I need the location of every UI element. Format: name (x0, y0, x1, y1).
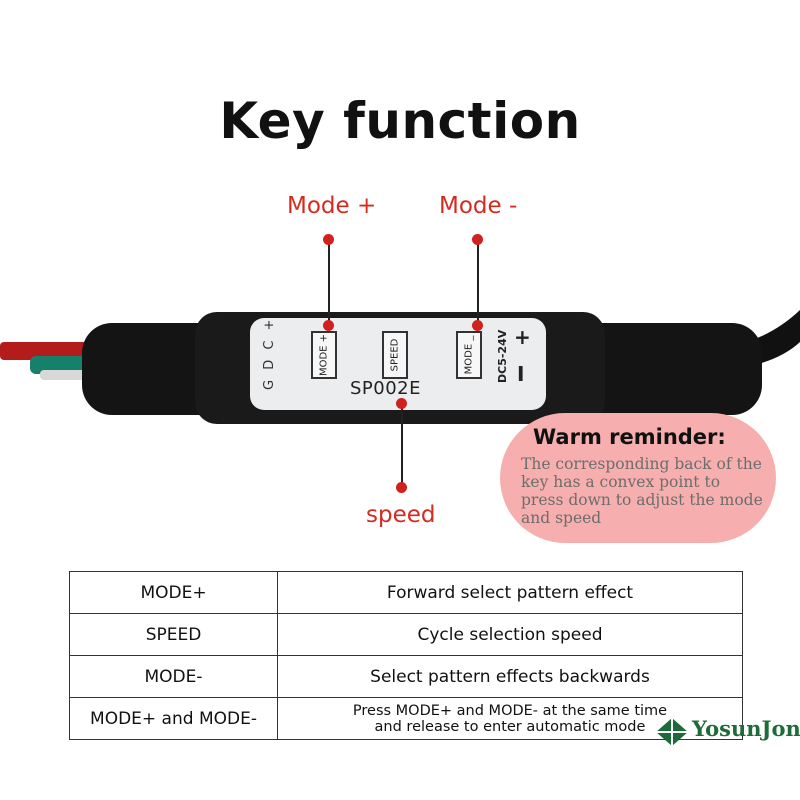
callout-mode-minus-label: Mode - (439, 193, 518, 219)
mode-minus-key[interactable]: MODE _ (456, 331, 482, 379)
key-function-table: MODE+ Forward select pattern effect SPEE… (69, 571, 743, 740)
table-row: MODE+ and MODE- Press MODE+ and MODE- at… (69, 697, 743, 740)
mode-minus-key-label: MODE _ (463, 335, 475, 375)
voltage-label: DC5-24V (496, 329, 509, 383)
table-cell-key: MODE+ and MODE- (69, 697, 278, 740)
callout-dot-mode-minus-top (472, 234, 483, 245)
callout-speed-label: speed (366, 502, 436, 528)
table-cell-function: Forward select pattern effect (277, 571, 743, 614)
callout-mode-plus-label: Mode + (287, 193, 377, 219)
plus-sign: + (514, 325, 531, 349)
callout-dot-mode-minus (472, 320, 483, 331)
table-row: SPEED Cycle selection speed (69, 613, 743, 656)
callout-dot-mode-plus-top (323, 234, 334, 245)
speed-key-label: SPEED (389, 338, 401, 372)
warm-reminder-body: The corresponding back of the key has a … (521, 455, 763, 527)
table-row: MODE- Select pattern effects backwards (69, 655, 743, 698)
pin-labels: G D C + (262, 316, 277, 390)
callout-dot-speed (396, 398, 407, 409)
brand-logo-text: YosunJon (692, 716, 800, 741)
callout-line-mode-plus (328, 240, 330, 328)
brand-logo (652, 712, 800, 752)
model-label: SP002E (350, 378, 422, 399)
table-cell-function-line2: and release to enter automatic mode (374, 718, 646, 735)
table-cell-key: SPEED (69, 613, 278, 656)
mode-plus-key-label: MODE + (318, 333, 330, 377)
minus-sign: I (517, 362, 525, 386)
table-cell-function: Select pattern effects backwards (277, 655, 743, 698)
page-title: Key function (219, 92, 581, 150)
callout-line-mode-minus (477, 240, 479, 328)
warm-reminder-title: Warm reminder: (533, 425, 726, 449)
table-cell-function: Cycle selection speed (277, 613, 743, 656)
callout-dot-speed-bottom (396, 482, 407, 493)
mode-plus-key[interactable]: MODE + (311, 331, 337, 379)
callout-dot-mode-plus (323, 320, 334, 331)
warm-reminder-bubble (500, 413, 776, 543)
table-cell-key: MODE- (69, 655, 278, 698)
table-cell-key: MODE+ (69, 571, 278, 614)
callout-line-speed (401, 404, 403, 488)
leaf-logo-icon (656, 718, 688, 746)
table-row: MODE+ Forward select pattern effect (69, 571, 743, 614)
speed-key[interactable]: SPEED (382, 331, 408, 379)
table-cell-function-line1: Press MODE+ and MODE- at the same time (352, 702, 668, 719)
